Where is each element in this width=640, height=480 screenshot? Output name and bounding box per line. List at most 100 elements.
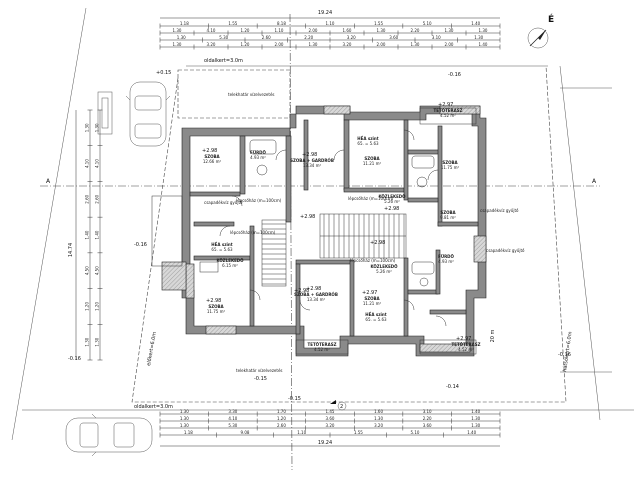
- top-row4-value: 2.00: [445, 42, 454, 47]
- left-chain-2-value: 1.40: [95, 230, 100, 239]
- room-area: 13.34 m²: [303, 163, 322, 168]
- room-name: FÜRDŐ: [438, 254, 454, 259]
- section-mark-right: A: [592, 178, 597, 185]
- terrace-outlines: [151, 107, 477, 355]
- bottom-row3-value: 5.30: [228, 423, 237, 428]
- room-level: +2.98: [306, 286, 321, 292]
- bottom-row2-value: 1.20: [277, 416, 286, 421]
- bottom-row4-value: 1.55: [354, 430, 363, 435]
- top-row1-value: 1.40: [471, 21, 480, 26]
- level-note-2: -0.16: [448, 72, 461, 78]
- room-area: 13.34 m²: [307, 297, 326, 302]
- bottom-row3-value: 1.30: [180, 423, 189, 428]
- left-chain-value: 4.50: [85, 266, 90, 275]
- bottom-row1-value: 1.60: [374, 409, 383, 414]
- room-name: SZOBA: [442, 160, 458, 165]
- room-name: FÜRDŐ: [250, 150, 266, 155]
- bottom-row4-value: 1.40: [467, 430, 476, 435]
- hatched-wall-blocks: [161, 105, 487, 353]
- room-area: 4.93 m²: [438, 259, 454, 264]
- site-lines: [11, 7, 634, 471]
- door-swings: [219, 129, 447, 327]
- bottom-row3-value: 3.60: [423, 423, 432, 428]
- room-name: SZOBA + GARDRÓB: [294, 292, 338, 297]
- center-level-marks: +2.98+2.98+2.98+2.98: [294, 206, 399, 294]
- top-row3-value: 3.10: [432, 35, 441, 40]
- top-row4-value: 1.30: [173, 42, 182, 47]
- bottom-row2-value: 3.60: [326, 416, 335, 421]
- room-name: SZOBA: [208, 304, 224, 309]
- bottom-total-dimension: 19.24: [318, 440, 332, 446]
- top-row3-value: 2.60: [262, 35, 271, 40]
- stair-note: lépcsőház (m=100cm): [230, 230, 276, 235]
- level-mark: +2.98: [294, 288, 309, 294]
- top-total-dimension: 19.24: [318, 10, 332, 16]
- top-row2-value: 4.10: [207, 28, 216, 33]
- left-chain-2-value: 1.30: [95, 123, 100, 132]
- bottom-row2-value: 1.30: [180, 416, 189, 421]
- room-name: TETŐTERASZ: [433, 108, 462, 113]
- north-label: É: [548, 13, 554, 25]
- top-row2-value: 1.30: [479, 28, 488, 33]
- rear-garden-left-label: előkert=6.0m: [146, 331, 158, 366]
- left-chain-2-value: 4.50: [95, 266, 100, 275]
- top-row1-value: 1.55: [374, 21, 383, 26]
- room-name: KÖZLEKEDŐ: [370, 264, 398, 269]
- top-row4-value: 3.20: [343, 42, 352, 47]
- room-area: 6.15 m²: [222, 263, 238, 268]
- room-name: TETŐTERASZ: [307, 342, 336, 347]
- stair-note: lépcsőház (m=100cm): [348, 196, 394, 201]
- room-name: KÖZLEKEDŐ: [216, 258, 244, 263]
- room-name: SZOBA: [204, 154, 220, 159]
- top-row2-value: 1.60: [343, 28, 352, 33]
- left-chain-2-value: 4.10: [95, 159, 100, 168]
- axis-line-vertical: [289, 13, 293, 471]
- top-row4-value: 2.00: [377, 42, 386, 47]
- top-row2-value: 1.30: [377, 28, 386, 33]
- stair-note: lépcsőház (m=100cm): [350, 258, 396, 263]
- room-area: 4.52 m²: [458, 347, 474, 352]
- bottom-row4-value: 5.10: [411, 430, 420, 435]
- right-boundary-line: [559, 65, 601, 421]
- room-area: 4.52 m²: [314, 347, 330, 352]
- axis-marker-bottom: 2: [330, 400, 347, 411]
- bottom-row4-value: 1.18: [184, 430, 193, 435]
- room-area: 12.66 m²: [203, 159, 222, 164]
- room-area: 9.81 m²: [440, 215, 456, 220]
- bottom-row3-value: 2.60: [277, 423, 286, 428]
- section-markers: A A: [46, 178, 597, 185]
- bottom-row2-value: 1.30: [471, 416, 480, 421]
- room-level: +2.97: [362, 290, 377, 296]
- top-row1-value: 8.18: [277, 21, 286, 26]
- room-name: HÉA szint: [365, 312, 386, 317]
- top-row4-value: 1.30: [411, 42, 420, 47]
- top-row2-value: 2.20: [411, 28, 420, 33]
- room-name: TETŐTERASZ: [451, 342, 480, 347]
- room-level: +2.97: [456, 336, 471, 342]
- top-row4-value: 1.20: [241, 42, 250, 47]
- room-name: HÉA szint: [211, 242, 232, 247]
- site-labels: oldalkert=3.0m oldalkert=3.0m előkert=6.…: [68, 58, 574, 410]
- bottom-row4-value: 1.10: [297, 430, 306, 435]
- bottom-row1-value: 3.30: [228, 409, 237, 414]
- top-row3-value: 1.30: [177, 35, 186, 40]
- left-chain-2-value: 1.30: [95, 337, 100, 346]
- room-area: 11.75 m²: [207, 309, 226, 314]
- left-chain-value: 2.60: [85, 194, 90, 203]
- room-area: 65. = 5.63: [357, 141, 379, 146]
- top-row4-value: 2.00: [275, 42, 284, 47]
- left-boundary-line: [11, 7, 87, 441]
